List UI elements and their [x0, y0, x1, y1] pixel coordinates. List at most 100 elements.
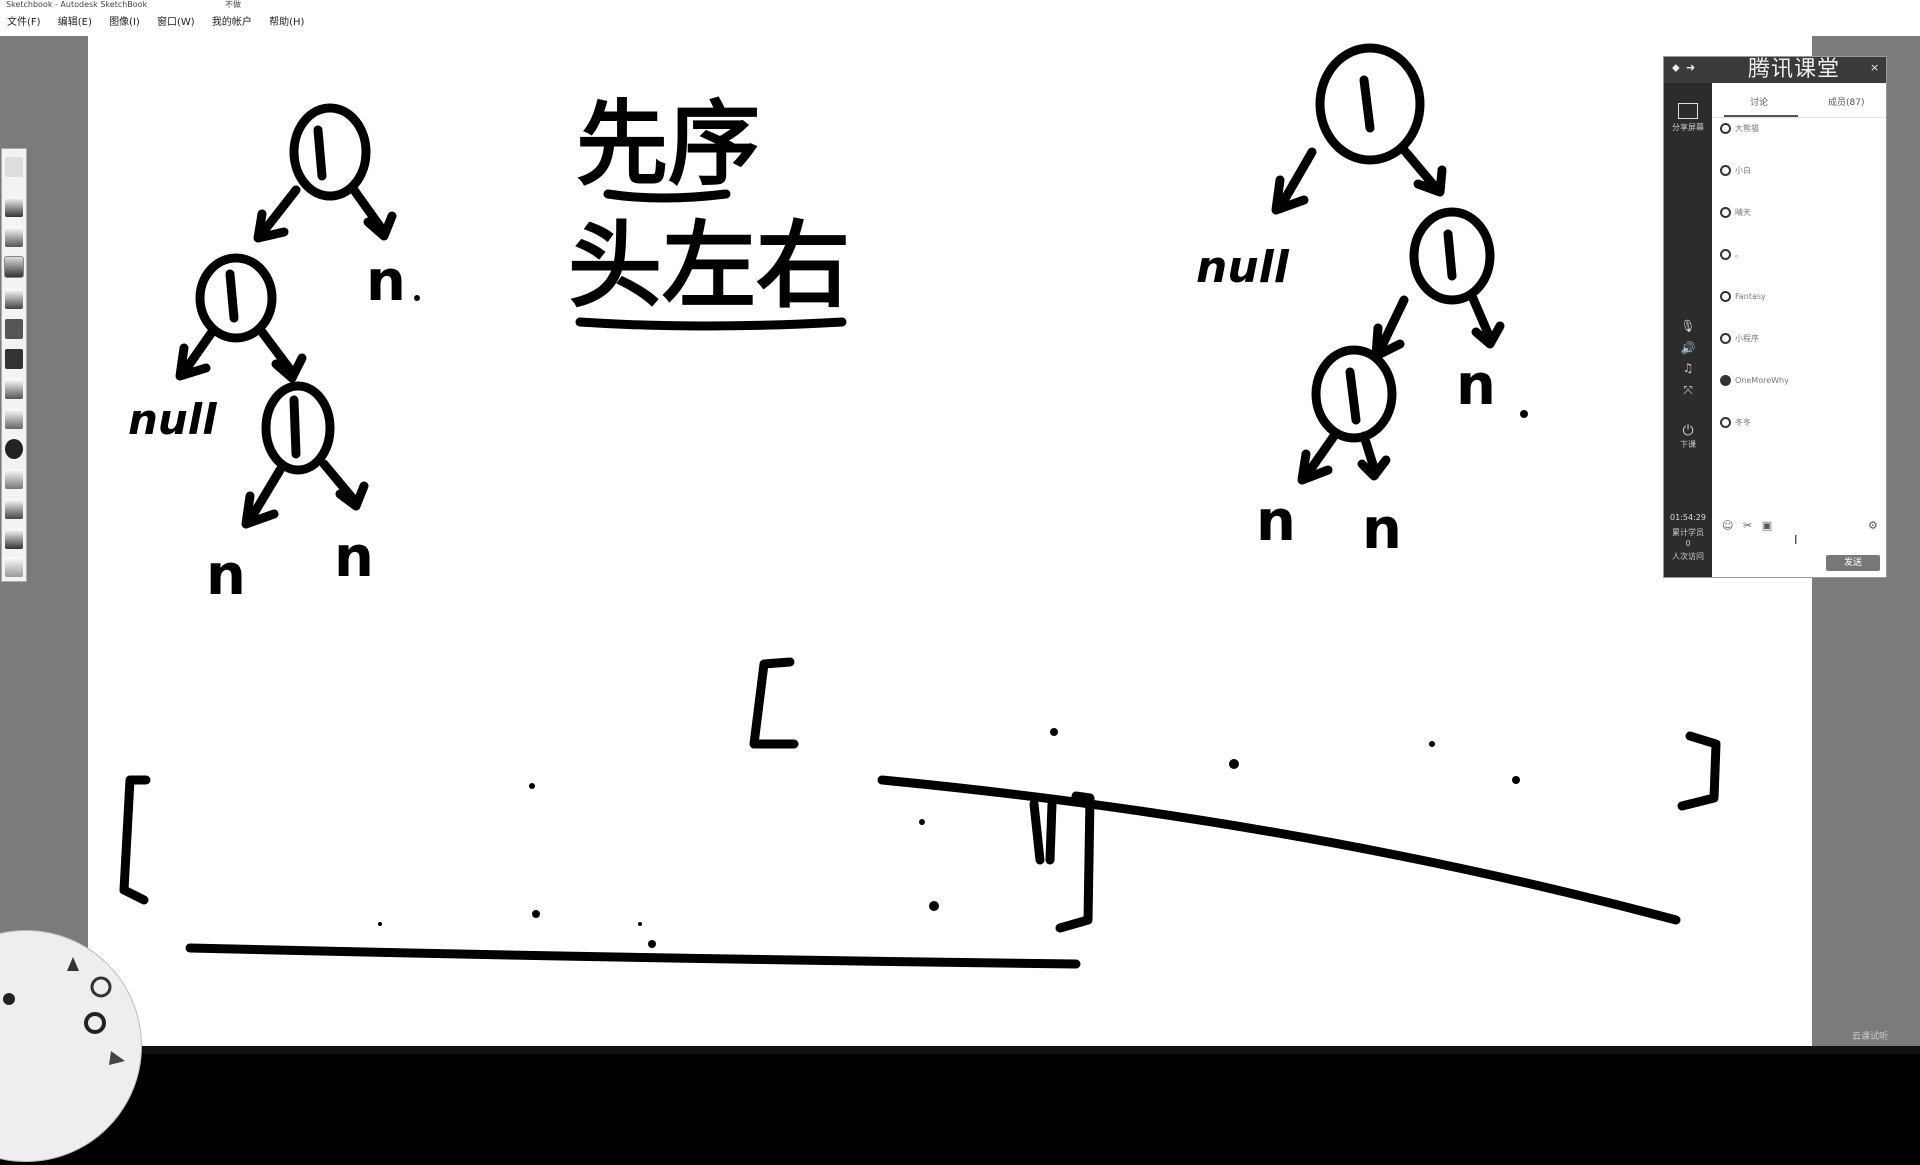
chat-message[interactable]: OneMoreWhy — [1720, 373, 1789, 389]
chat-user-name: OneMoreWhy — [1735, 376, 1789, 385]
class-timer: 01:54:29 — [1670, 513, 1706, 522]
color-icon[interactable] — [84, 1012, 106, 1034]
tree-node — [289, 103, 371, 201]
color-dot-icon[interactable] — [3, 993, 15, 1005]
window-title: Sketchbook - Autodesk SketchBook — [6, 0, 148, 9]
bracket-left-open — [119, 775, 151, 905]
image-icon[interactable]: ▣ — [1761, 519, 1773, 532]
forward-icon[interactable]: ➜ — [1686, 61, 1696, 74]
chat-message[interactable]: Fantasy — [1720, 289, 1766, 305]
chat-message[interactable]: 小白 — [1720, 163, 1751, 179]
avatar — [1720, 249, 1731, 260]
chat-user-name: 小程序 — [1735, 334, 1759, 343]
fill-icon[interactable] — [5, 319, 23, 339]
avatar — [1720, 333, 1731, 344]
pin-icon[interactable]: ⬥ — [1672, 61, 1680, 74]
chat-message[interactable]: 晴天 — [1720, 205, 1751, 221]
chat-user-name: 小白 — [1735, 166, 1751, 175]
lagoon-icons — [3, 957, 125, 1065]
left-leaf-n2: n — [206, 543, 246, 608]
bracket-left-close — [1055, 791, 1095, 933]
avatar — [1720, 123, 1731, 134]
menu-account[interactable]: 我的帐户 — [211, 17, 252, 28]
eraser-icon[interactable] — [5, 557, 23, 577]
settings-icon[interactable]: ⚙ — [1868, 519, 1878, 532]
text-cursor-icon: I — [1794, 533, 1798, 547]
right-leaf-n1: n — [1456, 353, 1496, 418]
bracket-top-close — [1677, 731, 1721, 811]
active-tab-indicator — [1724, 115, 1798, 117]
chat-user-name: 冬冬 — [1735, 418, 1751, 427]
left-leaf-n3: n — [334, 525, 374, 590]
round-brush-icon[interactable] — [5, 439, 23, 459]
right-tree — [1271, 43, 1505, 485]
right-leaf-null: null — [1196, 242, 1290, 293]
window-title-extra: 不做 — [225, 0, 241, 9]
calligraphy-icon[interactable] — [5, 529, 23, 549]
menu-help[interactable]: 帮助(H) — [269, 17, 305, 28]
chat-input-tools: ☺ ✂ ▣ — [1722, 519, 1772, 532]
pen-icon[interactable] — [5, 227, 23, 247]
chat-tabs: 讨论 成员(87) — [1712, 83, 1886, 118]
marker-icon[interactable] — [4, 256, 24, 278]
block-icon[interactable] — [5, 349, 23, 369]
left-leaf-null: null — [128, 395, 217, 444]
power-icon: ⏻ — [1682, 423, 1694, 439]
tree-node — [195, 253, 277, 343]
end-class-label: 下课 — [1680, 440, 1696, 449]
close-icon[interactable]: × — [1870, 61, 1880, 74]
ink-icon[interactable] — [5, 499, 23, 519]
avatar — [1720, 375, 1731, 386]
menu-window[interactable]: 窗口(W) — [157, 17, 195, 28]
menu-image[interactable]: 图像(I) — [109, 17, 140, 28]
airbrush-icon[interactable] — [5, 379, 23, 399]
chisel-icon[interactable] — [5, 409, 23, 429]
undo-icon[interactable] — [90, 976, 112, 998]
send-button[interactable]: 发送 — [1826, 555, 1880, 571]
menu-edit[interactable]: 编辑(E) — [57, 17, 92, 28]
expand-icon[interactable]: ⤧ — [1683, 383, 1693, 397]
bracket-top-open — [749, 657, 799, 749]
menu-file[interactable]: 文件(F) — [7, 17, 41, 28]
share-screen-label: 分享屏幕 — [1672, 123, 1704, 132]
avatar — [1720, 165, 1731, 176]
palette-header-icon[interactable] — [5, 157, 23, 177]
music-icon[interactable]: ♫ — [1682, 361, 1694, 375]
speaker-icon[interactable]: 🔊 — [1680, 341, 1696, 355]
emoji-icon[interactable]: ☺ — [1722, 519, 1734, 532]
tencent-classroom-logo: 腾讯课堂 — [1748, 57, 1841, 82]
mic-icon[interactable]: 🎙 — [1680, 319, 1696, 333]
watermark: 云课试听 — [1852, 1032, 1889, 1042]
scissors-icon[interactable]: ✂ — [1742, 519, 1753, 532]
brush-palette — [1, 148, 27, 582]
end-class-button[interactable]: ⏻ 下课 — [1670, 423, 1706, 450]
radial-lagoon-menu[interactable] — [0, 930, 142, 1162]
chat-message[interactable]: 小程序 — [1720, 331, 1759, 347]
brush-tool-icon[interactable] — [67, 957, 79, 971]
avatar — [1720, 417, 1731, 428]
chat-user-name: Fantasy — [1735, 292, 1766, 301]
chat-message[interactable]: 。 — [1720, 247, 1743, 263]
title-line1: 先序 — [576, 91, 760, 198]
window-title-bar: Sketchbook - Autodesk SketchBook 不做 — [0, 0, 1920, 10]
share-screen-button[interactable]: 分享屏幕 — [1670, 103, 1706, 133]
tree-node — [261, 381, 335, 475]
chat-message[interactable]: 大熊猫 — [1720, 121, 1759, 137]
title-line2: 头左右 — [568, 212, 850, 321]
tree-node — [1315, 43, 1425, 165]
pencil-icon[interactable] — [5, 197, 23, 217]
brush-icon[interactable] — [5, 289, 23, 309]
chat-message[interactable]: 冬冬 — [1720, 415, 1751, 431]
chat-user-name: 晴天 — [1735, 208, 1751, 217]
chat-side-toolbar: 分享屏幕 🎙 🔊 ♫ ⤧ ⏻ 下课 01:54:29 累计学员 0 人次访问 — [1664, 83, 1712, 577]
chat-panel: ⬥ ➜ 腾讯课堂 × 分享屏幕 🎙 🔊 ♫ ⤧ ⏻ 下课 01:54:29 累计… — [1663, 56, 1887, 578]
tab-members[interactable]: 成员(87) — [1828, 98, 1865, 108]
avatar — [1720, 207, 1731, 218]
chat-user-name: 大熊猫 — [1735, 124, 1759, 133]
tab-discussion[interactable]: 讨论 — [1750, 98, 1769, 108]
right-leaf-n3: n — [1362, 497, 1402, 562]
select-icon[interactable] — [109, 1051, 125, 1065]
smudge-icon[interactable] — [5, 469, 23, 489]
sketch-layer: n null n n 先序 头左右 null n n n — [119, 43, 1721, 969]
drawing-canvas[interactable] — [88, 36, 1812, 1046]
